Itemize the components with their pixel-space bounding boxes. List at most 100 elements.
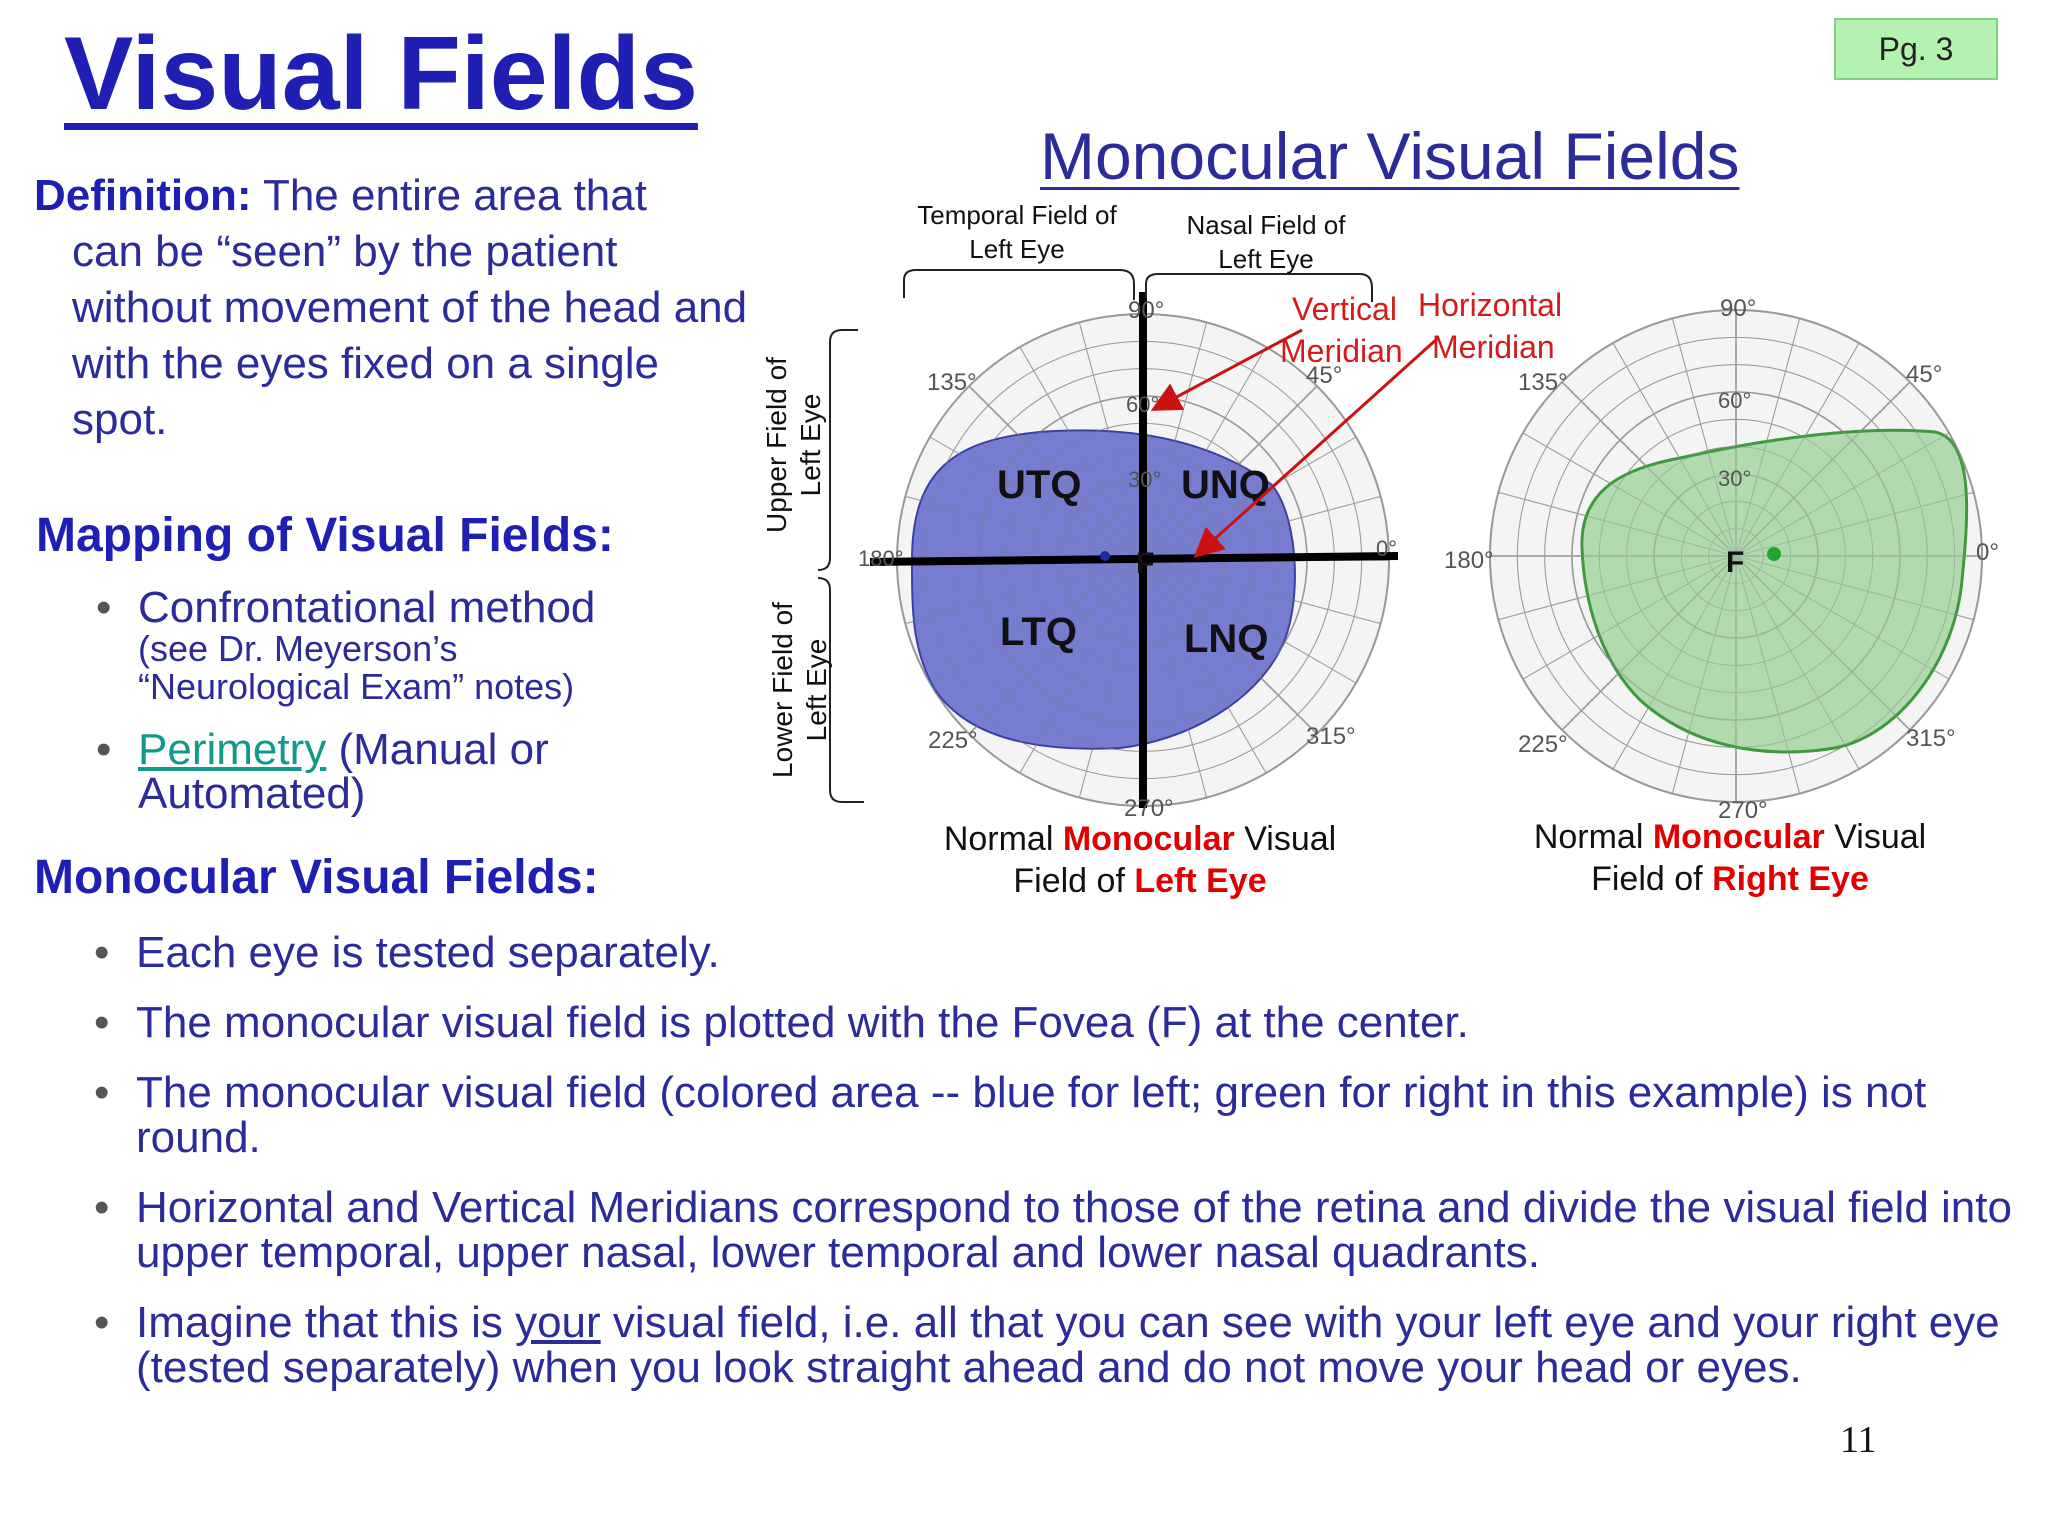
grid-spoke	[1142, 495, 1381, 561]
right-degree-60: 60°	[1718, 388, 1751, 413]
list-item: Imagine that this is your visual field, …	[94, 1298, 2016, 1392]
grid-spoke	[1671, 555, 1737, 794]
temporal-bracket	[903, 269, 1135, 300]
grid-spoke	[968, 385, 1144, 561]
right-blind-spot-marker	[1767, 547, 1781, 561]
list-item: Confrontational method (see Dr. Meyerson…	[96, 583, 678, 707]
definition-heading: Definition:	[34, 171, 252, 220]
grid-ring	[1653, 473, 1819, 639]
perimetry-link[interactable]: Perimetry	[138, 725, 327, 774]
temporal-label-2: Left Eye	[969, 234, 1064, 264]
grid-spoke	[1735, 555, 1860, 770]
horizontal-meridian-line	[869, 552, 1399, 566]
horizontal-meridian-arrow	[1193, 336, 1440, 559]
definition-line: can be “seen” by the patient	[72, 227, 618, 276]
right-degree-0: 0°	[1976, 539, 1999, 566]
grid-spoke	[1142, 559, 1208, 798]
grid-spoke	[1142, 559, 1267, 774]
grid-spoke	[1019, 559, 1144, 774]
quadrant-lnq: LNQ	[1184, 617, 1268, 661]
vertical-meridian-label-2: Meridian	[1280, 333, 1403, 369]
lower-label-1: Lower Field of	[767, 602, 798, 778]
right-eye-field	[1580, 428, 1969, 754]
grid-ring	[1708, 528, 1764, 584]
left-degree-180: 180°	[858, 546, 904, 571]
caption-text: Normal	[943, 820, 1063, 858]
right-degree-30: 30°	[1718, 466, 1751, 491]
right-eye-grid-overlay	[1489, 309, 1983, 803]
right-degree-180: 180°	[1444, 547, 1494, 574]
grid-spoke	[1522, 555, 1737, 680]
slide-number: 11	[1840, 1419, 1877, 1461]
grid-spoke	[1735, 318, 1801, 557]
list-item: Perimetry (Manual or Automated)	[96, 725, 678, 818]
left-degree-60: 60°	[1126, 392, 1159, 417]
grid-spoke	[1671, 318, 1737, 557]
grid-spoke	[1078, 559, 1144, 798]
grid-spoke	[1735, 432, 1950, 557]
grid-spoke	[1142, 385, 1318, 561]
right-degree-90: 90°	[1720, 295, 1756, 322]
left-degree-225: 225°	[928, 727, 978, 754]
left-eye-caption: Normal Monocular Visual Field of Left Ey…	[930, 818, 1350, 902]
horizontal-meridian-label-1: Horizontal	[1418, 287, 1562, 323]
definition-text-first: The entire area that	[262, 171, 647, 220]
grid-ring	[1680, 500, 1792, 612]
list-item: Each eye is tested separately.	[94, 930, 2016, 975]
perimetry-line2: Automated)	[138, 769, 366, 818]
left-eye-field	[910, 429, 1296, 750]
grid-ring	[1598, 418, 1874, 694]
list-item: The monocular visual field is plotted wi…	[94, 1000, 2016, 1045]
caption-text: Visual	[1234, 820, 1337, 858]
left-degree-45: 45°	[1306, 362, 1342, 389]
grid-ring	[1571, 391, 1901, 721]
caption-text: Field of	[1013, 862, 1135, 900]
left-degree-270: 270°	[1124, 795, 1174, 822]
vertical-meridian-arrow	[1150, 328, 1303, 411]
grid-ring	[1516, 336, 1956, 776]
bullet-text: Imagine that this is	[136, 1298, 516, 1347]
grid-spoke	[1142, 559, 1381, 625]
upper-label-2: Left Eye	[795, 394, 826, 497]
diagram-title: Monocular Visual Fields	[1040, 119, 1740, 193]
caption-emphasis: Monocular	[1062, 820, 1235, 858]
horizontal-meridian-label-2: Meridian	[1432, 329, 1555, 365]
mapping-heading: Mapping of Visual Fields:	[36, 509, 614, 562]
definition-line: without movement of the head and	[72, 283, 748, 332]
bullet-underlined: your	[515, 1298, 601, 1347]
list-item: Horizontal and Vertical Meridians corres…	[94, 1185, 2016, 1275]
grid-spoke	[1078, 322, 1144, 561]
left-degree-90: 90°	[1128, 297, 1164, 324]
grid-spoke	[1142, 322, 1208, 561]
definition-block: Definition: The entire area that can be …	[34, 168, 794, 448]
list-item: The monocular visual field (colored area…	[94, 1070, 2016, 1160]
quadrant-unq: UNQ	[1181, 463, 1270, 507]
upper-label-1: Upper Field of	[761, 357, 792, 533]
right-degree-270: 270°	[1718, 797, 1768, 824]
nasal-bracket	[1145, 273, 1373, 302]
grid-spoke	[1735, 555, 1801, 794]
nasal-label-2: Left Eye	[1218, 244, 1313, 274]
caption-emphasis: Right Eye	[1712, 860, 1869, 898]
grid-spoke	[1142, 436, 1357, 561]
grid-spoke	[1019, 346, 1144, 561]
grid-spoke	[1735, 555, 1974, 621]
confrontational-note-1: (see Dr. Meyerson’s	[138, 628, 458, 669]
caption-text: Field of	[1591, 860, 1713, 898]
lower-bracket	[817, 577, 864, 803]
confrontational-note-2: “Neurological Exam” notes)	[138, 666, 575, 707]
caption-text: Normal	[1533, 818, 1653, 856]
quadrant-utq: UTQ	[997, 463, 1081, 507]
confrontational-method: Confrontational method	[138, 583, 596, 632]
temporal-label-1: Temporal Field of	[917, 200, 1117, 230]
grid-ring	[1544, 364, 1928, 748]
nasal-label-1: Nasal Field of	[1187, 210, 1347, 240]
bullet-text: visual field, i.e. all that you can see …	[136, 1298, 2000, 1392]
left-fovea-label: F	[1136, 547, 1154, 580]
grid-spoke	[1498, 555, 1737, 621]
monocular-list: Each eye is tested separately. The monoc…	[94, 930, 2016, 1415]
grid-spoke	[929, 559, 1144, 684]
grid-ring	[1626, 446, 1846, 666]
grid-spoke	[905, 495, 1144, 561]
left-degree-135: 135°	[927, 369, 977, 396]
